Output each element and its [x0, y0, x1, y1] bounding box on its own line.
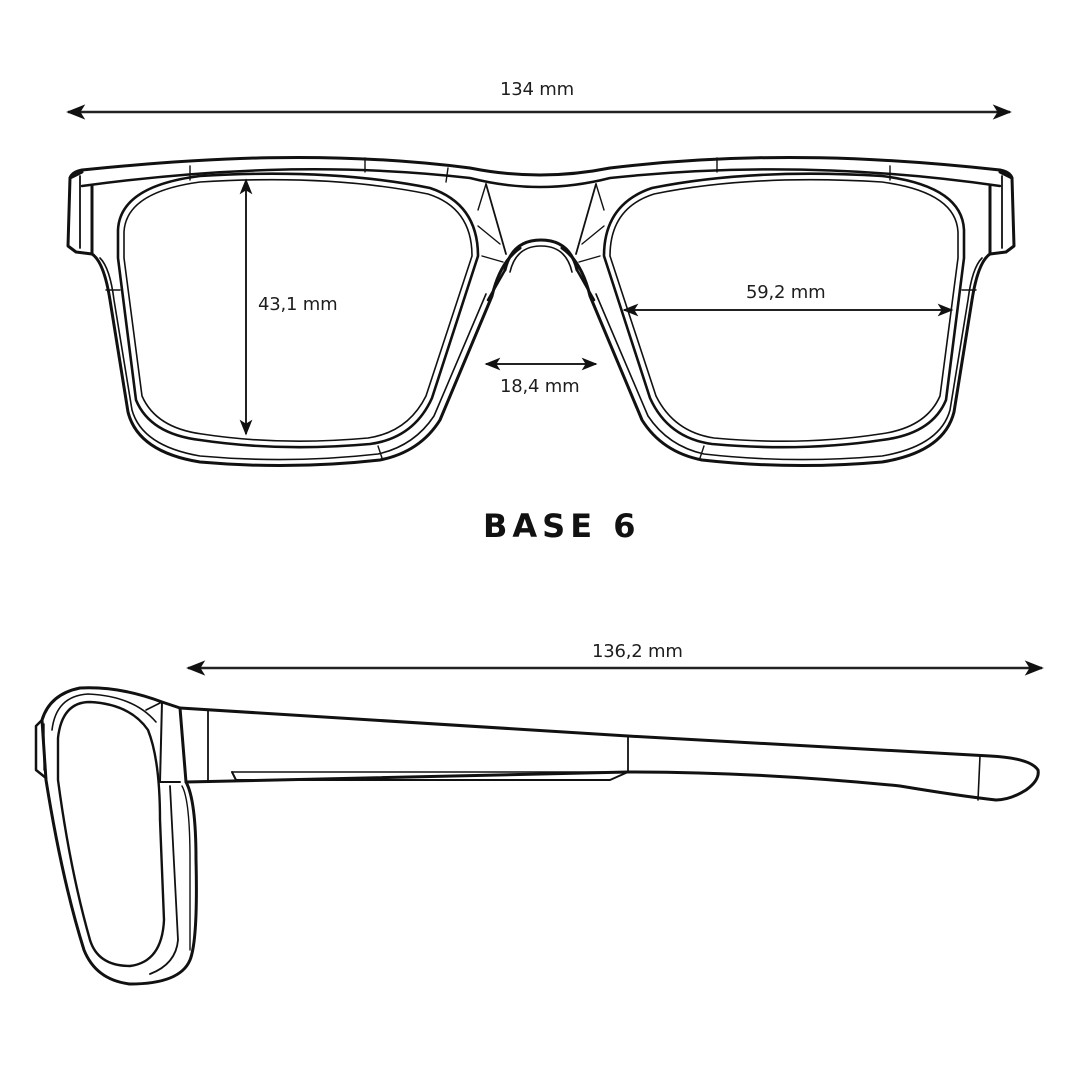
side-view-temple — [178, 706, 1040, 802]
lens-width-label: 59,2 mm — [746, 282, 826, 303]
right-rim-outer — [560, 246, 992, 468]
brow-top-outline — [68, 155, 1014, 180]
left-lens — [123, 178, 473, 442]
temple-top — [178, 706, 1040, 802]
brow-lower-edge — [80, 168, 1002, 189]
temple-length-label: 136,2 mm — [592, 641, 683, 662]
right-lens — [609, 178, 959, 442]
lens-base-title: BASE 6 — [483, 507, 641, 545]
bridge-width-label: 18,4 mm — [500, 376, 580, 397]
right-lens-rim — [602, 172, 966, 449]
front-view-frame — [66, 155, 1016, 468]
lens-height-label: 43,1 mm — [258, 294, 338, 315]
front-dimension-lines — [66, 104, 1012, 436]
side-view-frame — [34, 686, 198, 986]
left-rim-outer — [90, 246, 522, 468]
left-lens-rim — [116, 172, 480, 449]
side-frame-outer — [40, 686, 198, 986]
right-hinge — [988, 170, 1016, 256]
left-hinge — [66, 170, 94, 256]
temple-bottom — [184, 770, 998, 802]
side-lens — [56, 700, 166, 968]
overall-width-label: 134 mm — [500, 79, 574, 100]
bridge — [503, 238, 579, 272]
